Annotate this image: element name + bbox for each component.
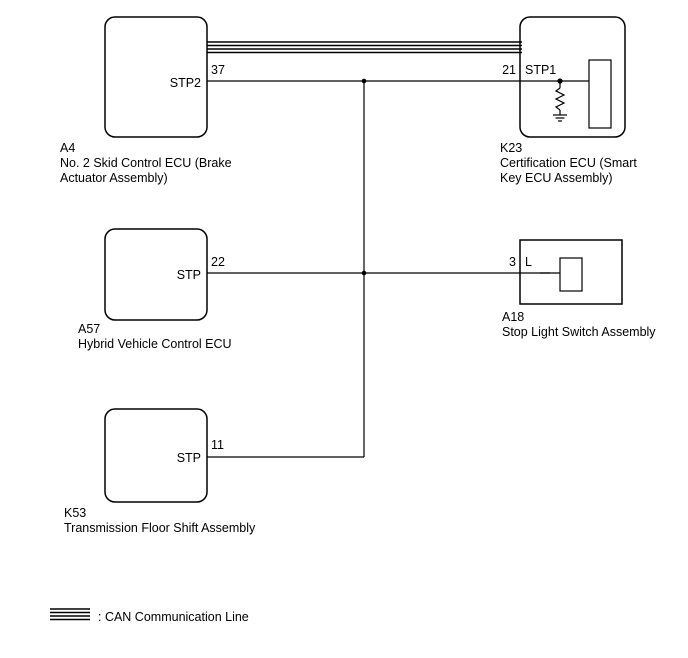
a57-terminal-name: STP bbox=[177, 268, 201, 282]
a18-switch-box bbox=[519, 239, 623, 305]
a4-terminal-name: STP2 bbox=[170, 76, 201, 90]
a57-ecu-box bbox=[104, 228, 208, 321]
a4-ecu-box bbox=[104, 16, 208, 138]
a57-component-name: Hybrid Vehicle Control ECU bbox=[78, 337, 232, 351]
a18-switch-contact bbox=[559, 257, 583, 292]
splice-point-top bbox=[361, 78, 367, 84]
k53-component-id: K53 bbox=[64, 506, 86, 520]
can-communication-line bbox=[207, 41, 522, 54]
k23-terminal-name: STP1 bbox=[525, 63, 556, 77]
legend-label: : CAN Communication Line bbox=[98, 610, 249, 624]
a4-pin-number: 37 bbox=[211, 63, 225, 77]
k23-component-name: Certification ECU (Smart bbox=[500, 156, 637, 170]
k53-terminal-name: STP bbox=[177, 451, 201, 465]
a18-internal-circuit bbox=[540, 257, 583, 292]
a4-component-id: A4 bbox=[60, 141, 75, 155]
splice-point-middle bbox=[361, 270, 367, 276]
a57-pin-number: 22 bbox=[211, 255, 225, 269]
a18-terminal-name: L bbox=[525, 255, 532, 269]
a4-component-name-2: Actuator Assembly) bbox=[60, 171, 168, 185]
stp-signal-wires bbox=[207, 80, 560, 458]
k53-pin-number: 11 bbox=[211, 438, 224, 452]
legend-can-line-icon bbox=[50, 608, 90, 621]
a18-component-id: A18 bbox=[502, 310, 524, 324]
a57-component-id: A57 bbox=[78, 322, 100, 336]
k23-component-name-2: Key ECU Assembly) bbox=[500, 171, 613, 185]
k23-internal-module bbox=[588, 59, 612, 129]
k23-pin-number: 21 bbox=[502, 63, 516, 77]
a18-component-name: Stop Light Switch Assembly bbox=[502, 325, 656, 339]
k23-component-id: K23 bbox=[500, 141, 522, 155]
k53-component-name: Transmission Floor Shift Assembly bbox=[64, 521, 256, 535]
k23-internal-circuit bbox=[553, 59, 612, 129]
resistor-icon bbox=[554, 87, 566, 111]
k53-assembly-box bbox=[104, 408, 208, 503]
a18-pin-number: 3 bbox=[509, 255, 516, 269]
k23-ecu-box bbox=[519, 16, 626, 138]
a4-component-name: No. 2 Skid Control ECU (Brake bbox=[60, 156, 232, 170]
